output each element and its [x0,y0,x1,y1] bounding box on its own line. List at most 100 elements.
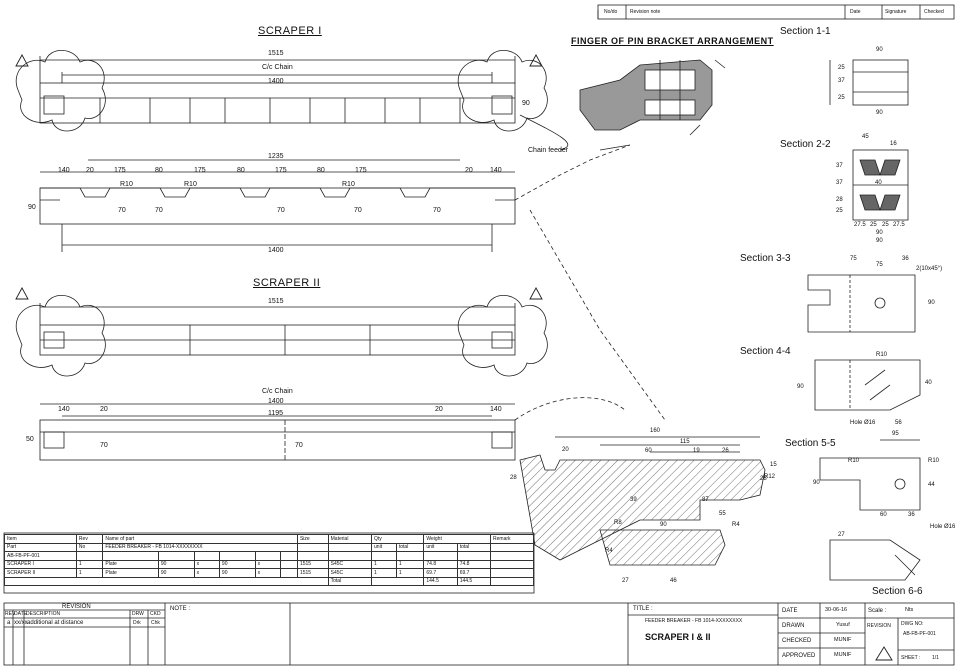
s33-dim-90: 90 [928,300,935,306]
title-main: SCRAPER I & II [645,632,711,642]
bom-sh-total-w: total [456,542,492,552]
finger-bracket-view [579,59,726,151]
det-dim-87: 87 [702,497,709,503]
s1-dim-175c: 175 [275,167,287,174]
bom-h-size: Size [296,534,329,544]
s44-dim-56: 56 [895,420,902,426]
s2-dim-20a: 20 [100,406,108,413]
s1-dim-1515: 1515 [268,50,284,57]
rev-row-ckd: Chk [151,620,160,626]
s22-dim-37b: 37 [836,180,843,186]
bom-r0-pad [279,551,298,561]
rev-row-desc: additional at distance [27,620,84,626]
s2-dim-20b: 20 [435,406,443,413]
bom-r2-mat: S45C [327,568,373,578]
scale-label: Scale : [868,608,887,614]
s2-dim-140b: 140 [490,406,502,413]
bom-sh-empty-c [490,542,534,552]
s1-dim-70d: 70 [354,207,362,214]
rev-h-date: DATE [14,611,27,617]
rev-h-drw: DRW [132,611,144,617]
bom-r0-x2 [254,551,281,561]
bom-table: Item Rev Name of part Size Material Qty … [4,534,534,586]
s33-dim-36: 36 [902,256,909,262]
bom-h-name: Name of part [102,534,298,544]
s44-dim-40: 40 [925,380,932,386]
det-dim-26: 26 [722,448,729,454]
s1-dim-70b: 70 [155,207,163,214]
scale-value: Nts [905,607,914,613]
s22-dim-25b: 25 [882,222,889,228]
det-dim-55: 55 [719,511,726,517]
bom-part-ref: FEEDER BREAKER - FB 1014-XXXXXXXX [102,542,298,552]
bom-total-pad3 [490,576,534,586]
s2-dim-1195: 1195 [268,410,284,417]
bom-r2-remark [490,568,534,578]
bom-sh-part: Part [4,542,77,552]
bom-r0-remark [490,551,534,561]
s1-dim-cc-chain: C/c Chain [262,64,293,71]
section-2-2-label: Section 2-2 [780,139,831,150]
det-dim-r4b: R4 [732,522,740,528]
s33-dim-chamfer: 2(10x45°) [916,266,943,272]
s1-dim-1235: 1235 [268,153,284,160]
section-3-3-label: Section 3-3 [740,253,791,264]
s11-dim-90-bottom: 90 [876,110,883,116]
dwg-value: AB-FB-PF-001 [903,631,936,637]
s1-callout-chain-feeder: Chain feeder [528,147,569,154]
s1-radius-b: R10 [184,181,197,188]
scraper1-title: SCRAPER I [258,25,322,37]
s2-dim-70a: 70 [100,442,108,449]
bom-r0-rev [75,551,104,561]
det-dim-r12: R12 [764,474,776,480]
s22-dim-27-5b: 27.5 [893,222,905,228]
det-dim-28b: 28 [760,476,767,482]
header-col-signature: Signature [885,9,907,15]
s33-dim-75b: 75 [876,262,883,268]
bom-r1-w2: 74.8 [456,559,492,569]
bom-r0-x1 [193,551,220,561]
s1-dim-90-side: 90 [28,204,36,211]
bom-r0-w2 [456,551,492,561]
s1-dim-20a: 20 [86,167,94,174]
s22-dim-90b: 90 [876,238,883,244]
s2-dim-140a: 140 [58,406,70,413]
s66-dim-27: 27 [838,532,845,538]
revision-label: REVISION [867,623,891,629]
s55-dim-44: 44 [928,482,935,488]
det-dim-19: 19 [693,448,700,454]
bom-r0-q1 [371,551,397,561]
s11-dim-37: 37 [838,78,845,84]
bom-r2-d2: 90 [218,568,256,578]
s55-dim-90: 90 [813,480,820,486]
bom-r0-name [102,551,159,561]
s1-dim-1400-bottom: 1400 [268,247,284,254]
bom-r1-d1: 90 [157,559,195,569]
s2-dim-1515: 1515 [268,298,284,305]
warning-triangles [15,54,893,661]
bom-r0-d2 [218,551,256,561]
drawn-label: DRAWN [782,623,805,629]
bom-r2-w2: 69.7 [456,568,492,578]
bom-total-pad2 [371,576,425,586]
s1-dim-70e: 70 [433,207,441,214]
s1-radius-a: R10 [120,181,133,188]
s33-dim-75a: 75 [850,256,857,262]
checked-value: MUNIF [834,637,852,643]
section-5-5-view [819,439,921,511]
scraper1-side-view [39,114,631,252]
s1-dim-90: 90 [522,100,530,107]
s22-dim-45: 45 [862,134,869,140]
title-subtitle: FEEDER BREAKER - FB 1014-XXXXXXXX [645,618,743,624]
bom-total-unit: 144.5 [423,576,458,586]
rev-h-rev: REV [5,611,16,617]
section-4-4-view [814,359,921,411]
approved-label: APPROVED [782,653,816,659]
s55-dim-60: 60 [880,512,887,518]
s1-dim-175b: 175 [194,167,206,174]
header-col-revision-note: Revision note [630,9,661,15]
s2-dim-cc-chain: C/c Chain [262,388,293,395]
s22-dim-27-5a: 27.5 [854,222,866,228]
s22-dim-25a: 25 [870,222,877,228]
